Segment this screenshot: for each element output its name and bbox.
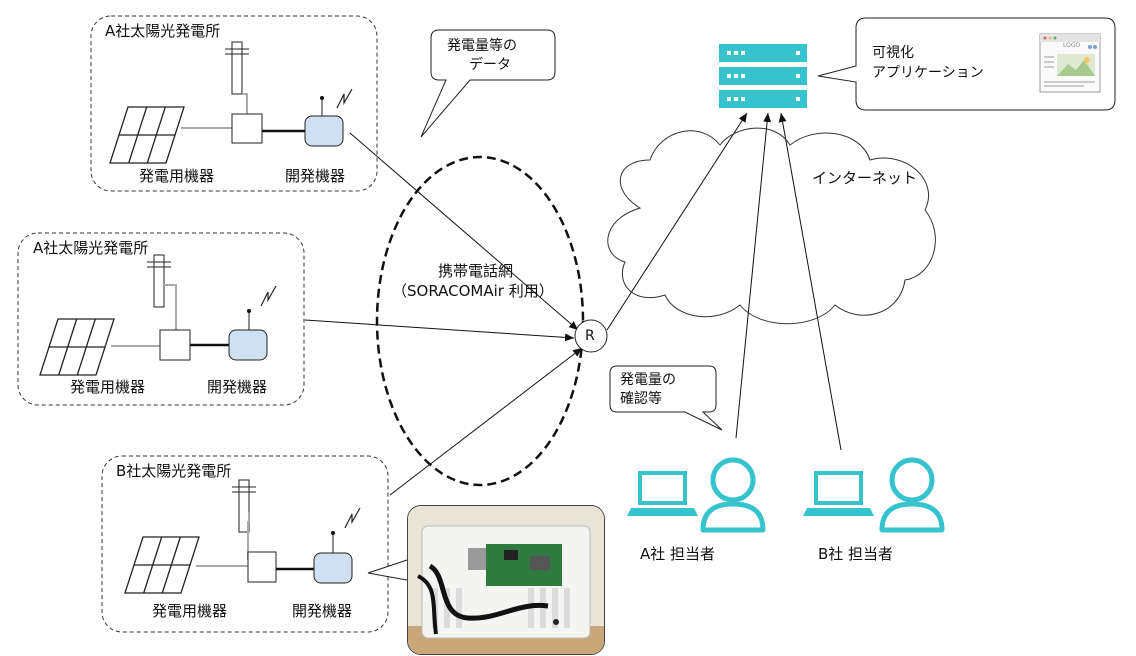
viz-app-label-line1: 可視化 bbox=[872, 45, 914, 61]
user-a-label: A社 担当者 bbox=[640, 545, 716, 563]
user-b-label: B社 担当者 bbox=[818, 545, 894, 563]
site-3-title: B社太陽光発電所 bbox=[116, 462, 232, 480]
utility-pole-icon bbox=[146, 254, 172, 308]
power-conditioner-box bbox=[159, 329, 191, 361]
signal-icon bbox=[336, 88, 353, 109]
user-a-person-icon bbox=[700, 457, 766, 533]
mobile-network-label: 携帯電話網 bbox=[438, 262, 514, 280]
photo-callout-pointer bbox=[367, 559, 408, 581]
site-3-equipment-label: 発電用機器 bbox=[152, 602, 228, 620]
site-1-box bbox=[90, 15, 378, 192]
site-1-device-label: 開発機器 bbox=[285, 167, 346, 185]
mobile-network-sublabel: （SORACOMAir 利用） bbox=[392, 282, 554, 300]
site-2-equipment-label: 発電用機器 bbox=[70, 378, 146, 396]
link-site1-router bbox=[349, 132, 579, 331]
solar-panel-icon bbox=[109, 106, 185, 164]
utility-pole-icon bbox=[224, 41, 250, 95]
app-window-thumbnail bbox=[1039, 33, 1101, 93]
data-callout-bubble bbox=[420, 29, 556, 138]
link-userB-server bbox=[778, 112, 842, 451]
internet-label: インターネット bbox=[812, 169, 918, 187]
data-callout-line2: データ bbox=[469, 57, 511, 73]
link-router-server bbox=[606, 112, 748, 331]
site-2-title: A社太陽光発電所 bbox=[33, 239, 149, 257]
dev-device-box bbox=[228, 329, 268, 361]
site-3-box bbox=[101, 455, 389, 633]
link-site3-router bbox=[389, 347, 583, 496]
link-site2-router bbox=[304, 319, 575, 342]
link-userA-server bbox=[735, 112, 772, 439]
check-callout-line2: 確認等 bbox=[620, 391, 662, 407]
site-2-device-label: 開発機器 bbox=[207, 378, 268, 396]
signal-icon bbox=[260, 285, 277, 307]
site-2 bbox=[17, 232, 305, 406]
internet-cloud bbox=[607, 127, 936, 325]
data-callout-line1: 発電量等の bbox=[447, 38, 517, 54]
site-1 bbox=[90, 15, 378, 192]
site-3 bbox=[101, 455, 389, 633]
dev-device-box bbox=[313, 552, 353, 584]
power-conditioner-box bbox=[231, 113, 263, 144]
site-1-equipment-label: 発電用機器 bbox=[139, 167, 215, 185]
user-a-laptop-icon bbox=[627, 471, 698, 516]
site-1-title: A社太陽光発電所 bbox=[105, 22, 221, 40]
dev-device-box bbox=[304, 115, 344, 147]
solar-panel-icon bbox=[124, 536, 200, 594]
utility-pole-icon bbox=[231, 479, 257, 533]
device-photo bbox=[407, 505, 605, 655]
user-b-laptop-icon bbox=[803, 471, 874, 516]
server-icon bbox=[719, 44, 807, 108]
router-label: R bbox=[585, 328, 595, 344]
signal-icon bbox=[344, 507, 361, 529]
viz-app-label-line2: アプリケーション bbox=[872, 65, 984, 81]
power-conditioner-box bbox=[247, 551, 277, 583]
site-2-box bbox=[17, 232, 305, 406]
solar-panel-icon bbox=[39, 318, 115, 376]
router-node bbox=[574, 319, 608, 353]
app-thumb-logo: LOGO bbox=[1063, 42, 1081, 49]
check-callout-bubble bbox=[609, 365, 723, 431]
mobile-network-ellipse bbox=[375, 155, 585, 487]
check-callout-line1: 発電量の bbox=[620, 372, 676, 388]
site-3-device-label: 開発機器 bbox=[292, 602, 353, 620]
user-b-person-icon bbox=[879, 457, 945, 533]
